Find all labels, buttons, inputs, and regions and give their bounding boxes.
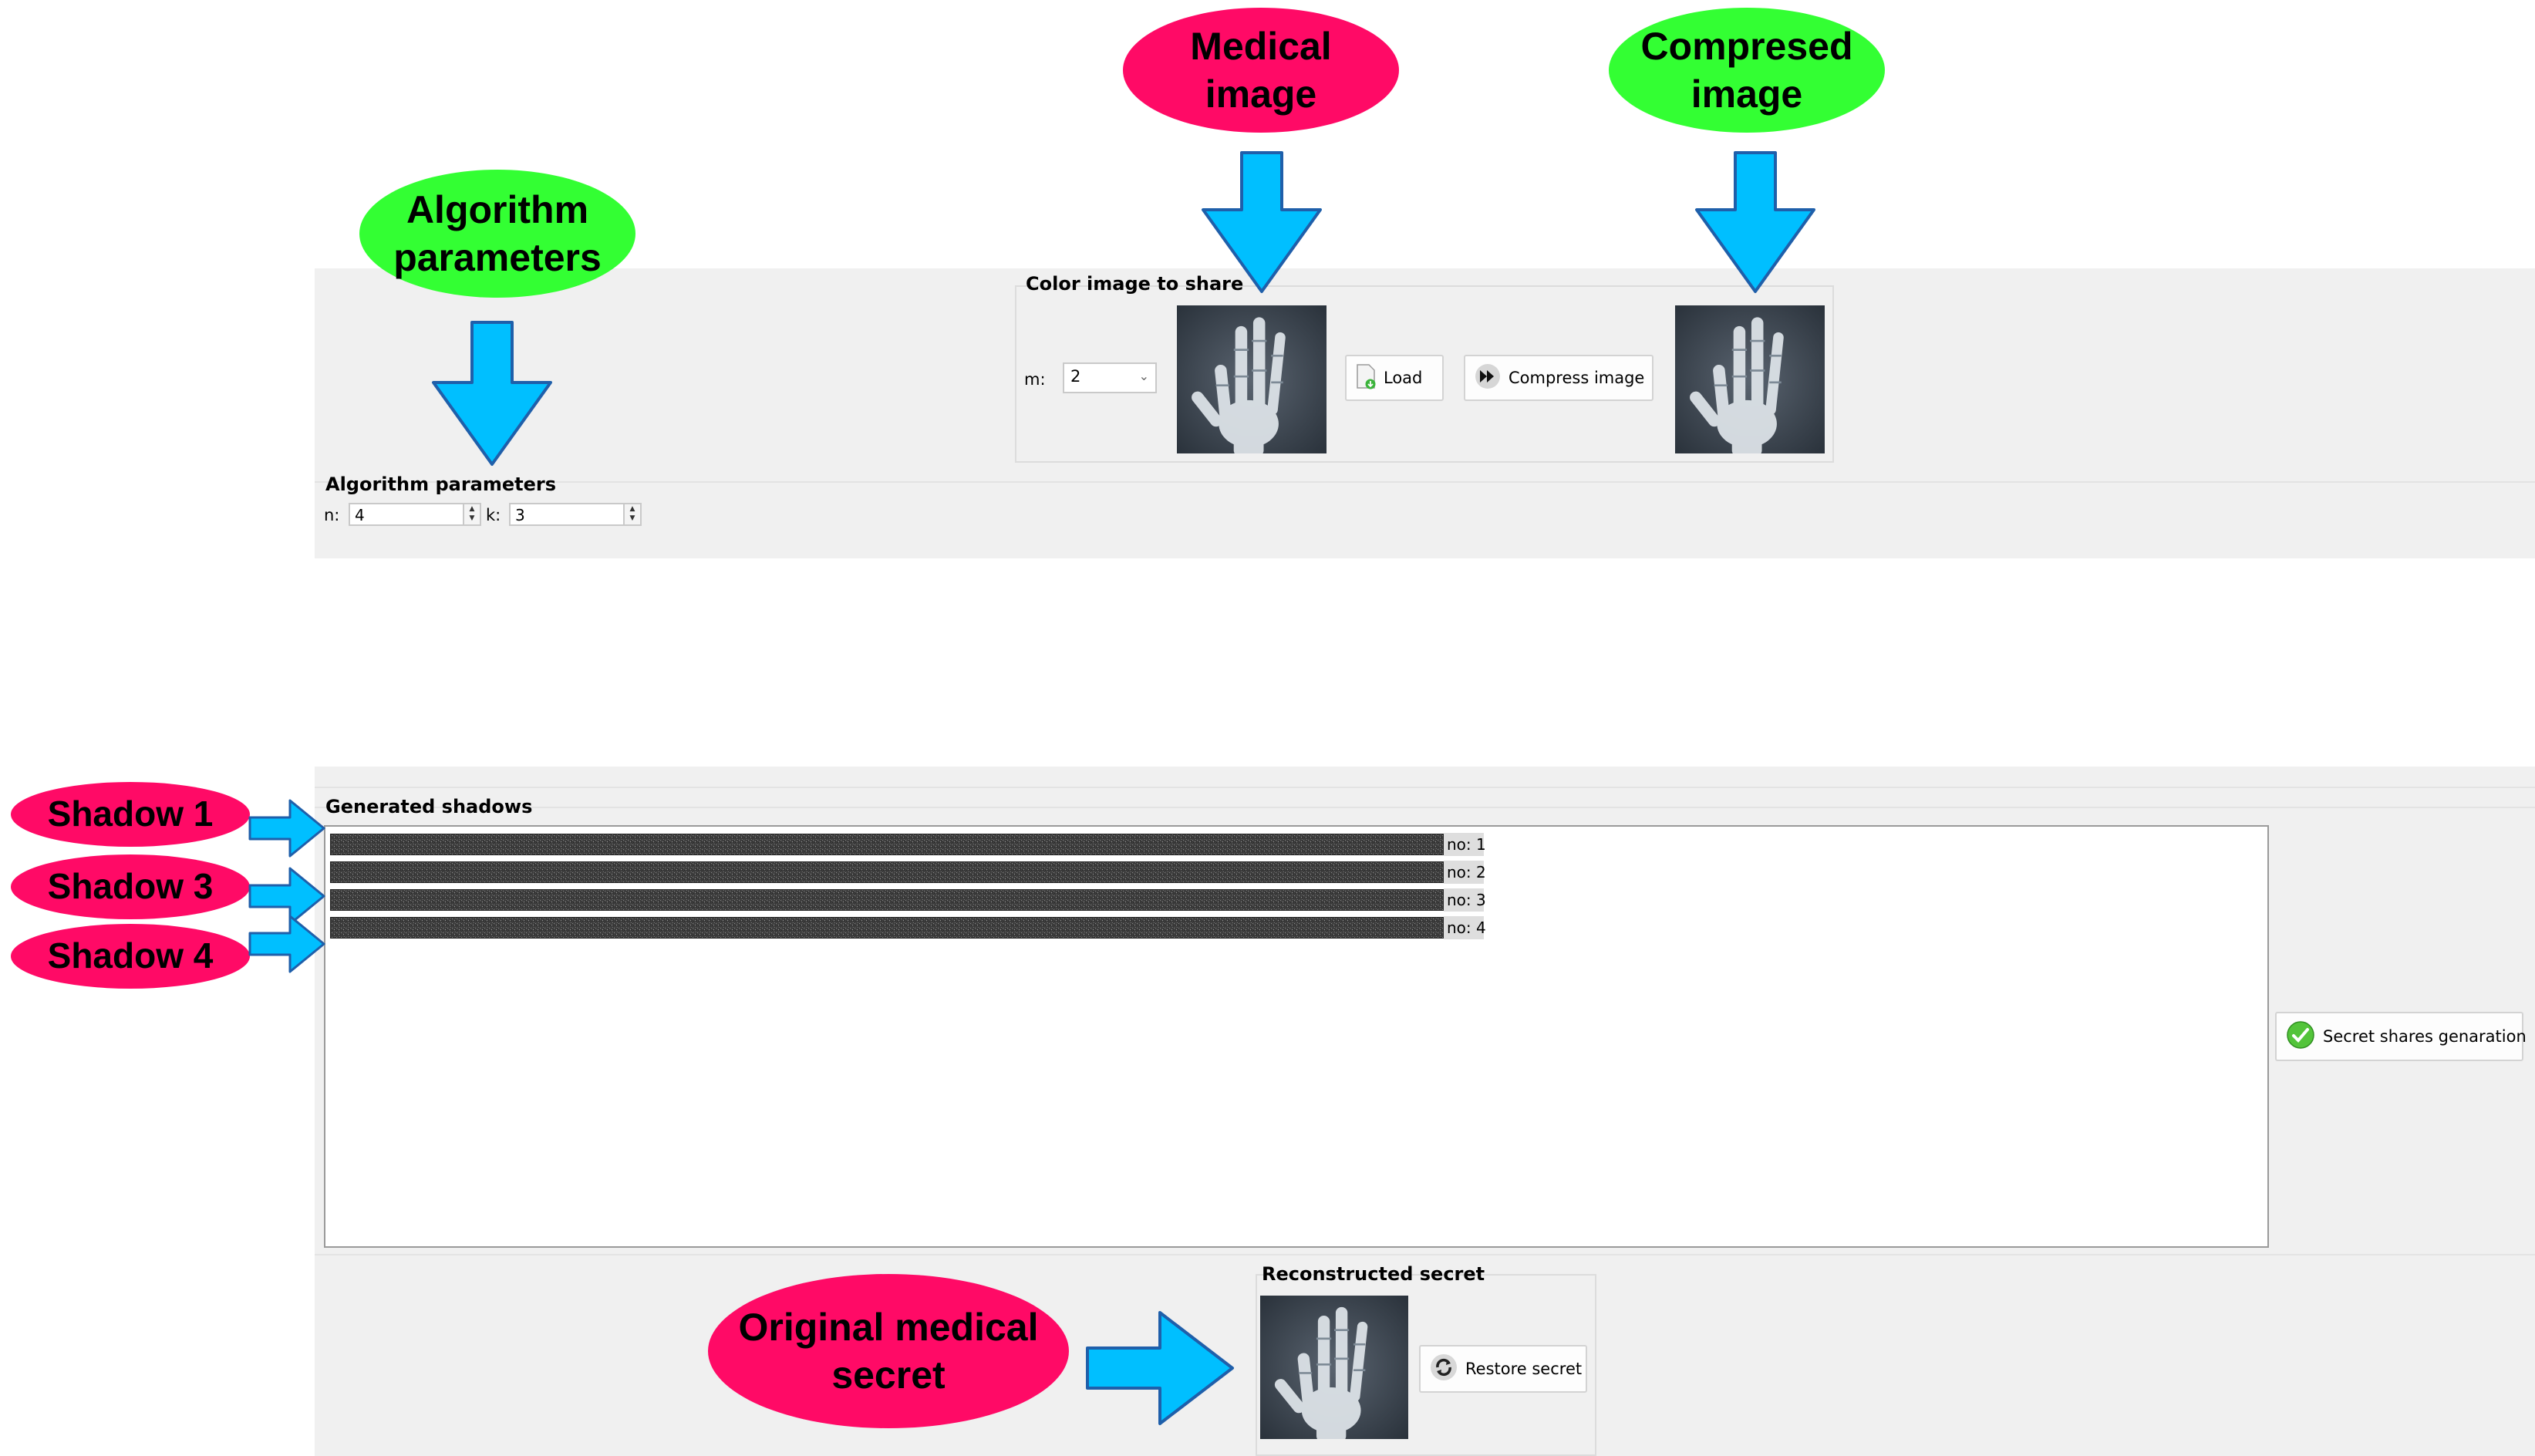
shadow-strip-image: [330, 889, 1444, 911]
compress-image-label: Compress image: [1509, 369, 1645, 387]
n-label: n:: [324, 506, 340, 524]
algorithm-parameters-callout: Algorithm parameters: [359, 170, 635, 298]
shadow-row-label: no: 4: [1444, 916, 1486, 939]
panel-divider: [315, 1254, 2535, 1255]
restore-secret-button[interactable]: Restore secret: [1419, 1345, 1587, 1393]
k-spinbox[interactable]: 3 ▲▼: [509, 503, 642, 526]
chevron-down-icon: ⌄: [1138, 369, 1149, 383]
shadow-row[interactable]: no: 2: [330, 861, 1487, 884]
refresh-icon: [1430, 1353, 1458, 1385]
medical-image: [1177, 305, 1326, 453]
color-image-group-title: Color image to share: [1026, 273, 1244, 295]
color-image-groupbox: [1015, 285, 1834, 463]
callout-line: Shadow 4: [47, 935, 214, 976]
callout-line: Medical: [1190, 24, 1332, 68]
callout-line: Shadow 3: [47, 866, 214, 907]
down-arrow-icon: [430, 321, 554, 467]
load-file-icon: [1356, 363, 1376, 393]
algorithm-panel: [315, 483, 2535, 558]
spin-arrows-icon[interactable]: ▲▼: [463, 504, 480, 524]
right-arrow-icon: [1086, 1311, 1235, 1425]
right-arrow-icon: [248, 915, 327, 973]
k-spinbox-value: 3: [515, 506, 525, 524]
m-select[interactable]: 2 ⌄: [1063, 362, 1157, 393]
shadow-row-label: no: 3: [1444, 888, 1486, 912]
shadow-row[interactable]: no: 3: [330, 888, 1487, 912]
panel-divider: [315, 787, 2535, 788]
shadow-row-label: no: 2: [1444, 861, 1486, 884]
n-spinbox[interactable]: 4 ▲▼: [349, 503, 481, 526]
compressed-image: [1675, 305, 1825, 453]
reconstructed-group-title: Reconstructed secret: [1262, 1263, 1485, 1285]
down-arrow-icon: [1694, 151, 1817, 295]
k-label: k:: [486, 506, 501, 524]
secret-shares-generation-label: Secret shares genaration: [2323, 1027, 2527, 1046]
callout-line: Algorithm: [406, 187, 589, 231]
reconstructed-groupbox: [1256, 1274, 1596, 1456]
callout-line: image: [1691, 72, 1803, 116]
restore-secret-label: Restore secret: [1465, 1360, 1583, 1378]
panel-divider: [315, 807, 2535, 808]
checkmark-icon: [2286, 1020, 2315, 1053]
panel-divider: [315, 481, 2535, 483]
algorithm-group-title: Algorithm parameters: [325, 474, 557, 495]
shadows-list[interactable]: no: 1 no: 2 no: 3 no: 4: [324, 825, 2269, 1248]
right-arrow-icon: [248, 867, 327, 925]
shadow-row[interactable]: no: 4: [330, 916, 1487, 939]
fast-forward-icon: [1475, 363, 1501, 393]
callout-line: image: [1205, 72, 1317, 116]
shadow-strip-image: [330, 834, 1444, 855]
callout-line: Compresed: [1640, 24, 1853, 68]
load-button[interactable]: Load: [1345, 355, 1444, 401]
shadow-1-callout: Shadow 1: [11, 782, 250, 847]
shadow-4-callout: Shadow 4: [11, 924, 250, 989]
right-arrow-icon: [248, 799, 327, 858]
shadow-row[interactable]: no: 1: [330, 833, 1487, 856]
shadow-3-callout: Shadow 3: [11, 854, 250, 919]
shadow-strip-image: [330, 917, 1444, 939]
m-select-value: 2: [1070, 367, 1081, 386]
shadows-group-title: Generated shadows: [325, 796, 533, 817]
compress-image-button[interactable]: Compress image: [1464, 355, 1653, 401]
empty-workspace: [315, 558, 2535, 767]
n-spinbox-value: 4: [355, 506, 365, 524]
callout-line: parameters: [393, 236, 602, 279]
callout-line: Shadow 1: [47, 794, 214, 834]
spin-arrows-icon[interactable]: ▲▼: [623, 504, 640, 524]
m-label: m:: [1024, 370, 1046, 389]
callout-line: secret: [831, 1353, 946, 1397]
reconstructed-image: [1260, 1296, 1408, 1439]
shadow-strip-image: [330, 861, 1444, 883]
callout-line: Original medical: [738, 1305, 1039, 1349]
load-button-label: Load: [1384, 369, 1423, 387]
shadow-row-label: no: 1: [1444, 833, 1486, 856]
down-arrow-icon: [1200, 151, 1323, 295]
secret-shares-generation-button[interactable]: Secret shares genaration: [2275, 1012, 2527, 1061]
